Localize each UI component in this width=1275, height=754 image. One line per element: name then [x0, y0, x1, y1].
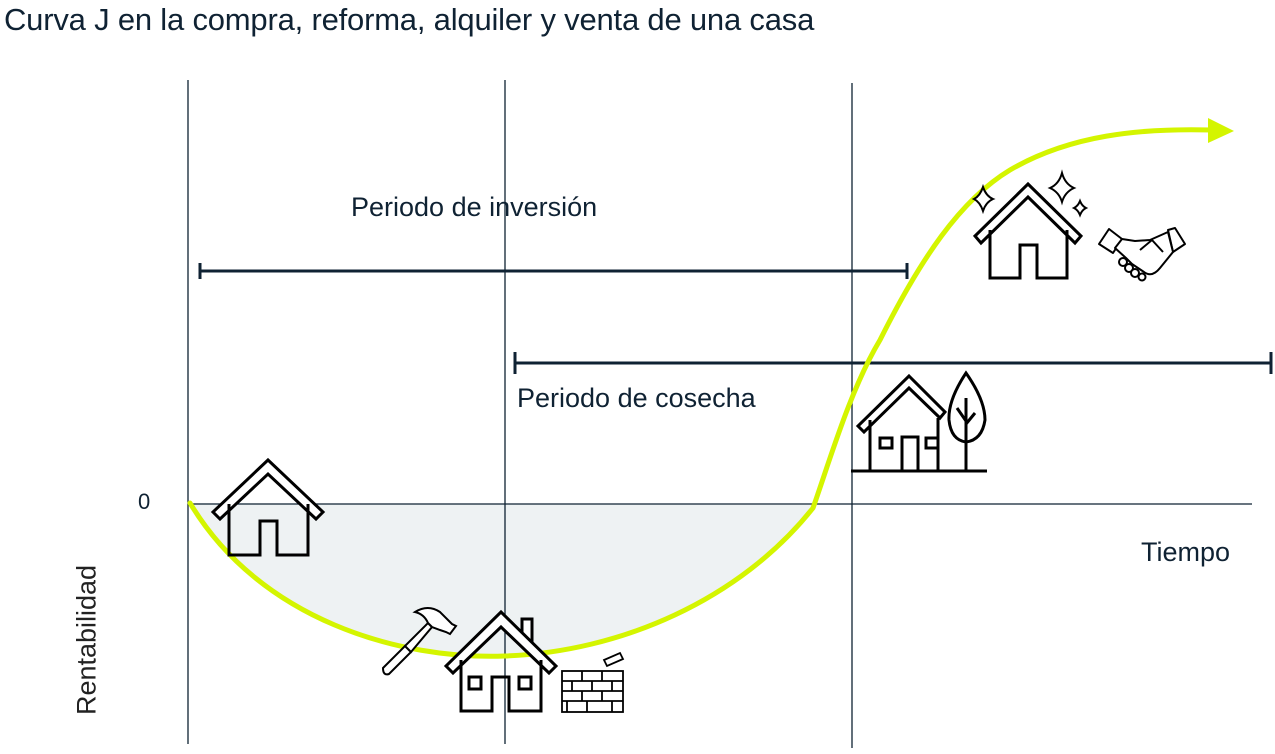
investment-period-bar [198, 263, 909, 279]
house-sale-icon [972, 181, 1084, 280]
zero-label: 0 [138, 489, 151, 514]
hammer-icon [381, 607, 458, 676]
harvest-period-bar [513, 352, 1273, 374]
sparkle-icon [971, 169, 1089, 218]
investment-period-label: Periodo de inversión [351, 192, 598, 222]
harvest-period-label: Periodo de cosecha [517, 383, 756, 413]
house-purchase-icon [210, 457, 326, 557]
house-rental-icon [851, 373, 987, 473]
y-axis-label: Rentabilidad [71, 564, 102, 716]
curve-arrowhead [1208, 118, 1234, 143]
diagram-title: Curva J en la compra, reforma, alquiler … [4, 2, 815, 37]
house-renovation-icon [443, 609, 559, 713]
j-curve [187, 127, 1215, 659]
handshake-icon [1098, 227, 1186, 282]
tree-icon [947, 370, 987, 471]
bricks-icon [561, 651, 625, 713]
negative-return-area [190, 503, 813, 657]
x-axis-label: Tiempo [1141, 537, 1231, 567]
